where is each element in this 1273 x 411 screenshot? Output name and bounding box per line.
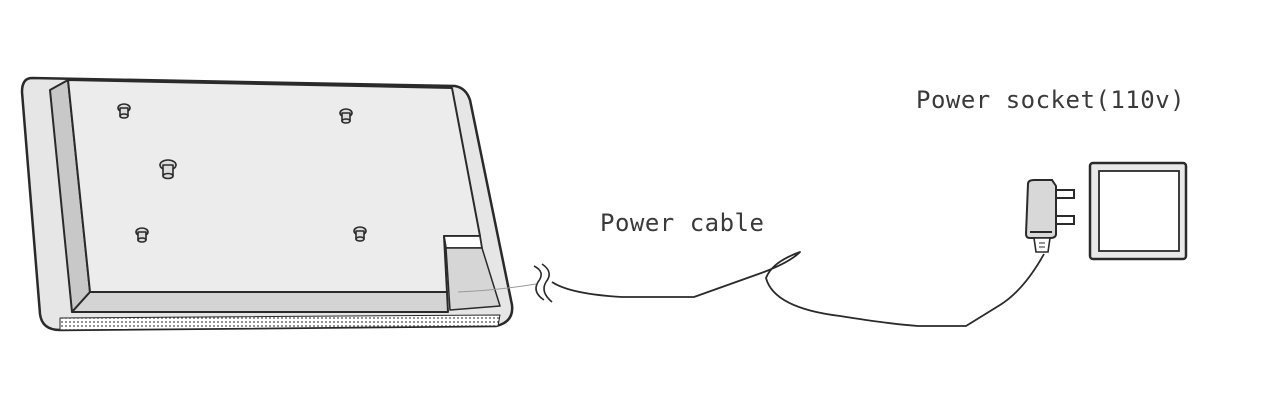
mounting-peg [353,226,367,242]
back-cover-panel [67,79,481,293]
adapter-prong [1055,189,1075,199]
mounting-peg [159,159,177,180]
mounting-peg [339,108,353,124]
power-socket [1088,161,1188,261]
power-adapter [1024,179,1075,253]
power-socket-label: Power socket(110v) [916,86,1186,114]
dc-plug-lead [457,283,537,293]
power-cable [551,251,1045,327]
mounting-peg [135,227,149,243]
adapter-strain-relief [1033,237,1051,253]
speaker-grill [59,314,501,331]
photo-frame [20,76,514,332]
adapter-prong [1055,215,1075,225]
socket-inner-plate [1098,170,1180,252]
mounting-peg [117,103,131,119]
connector-notch [443,235,483,249]
back-cover-bottom-edge [71,291,449,313]
connector-recess [445,247,501,311]
power-cable-label: Power cable [600,209,765,237]
adapter-body [1024,179,1057,239]
cable-break-marks [533,263,553,303]
